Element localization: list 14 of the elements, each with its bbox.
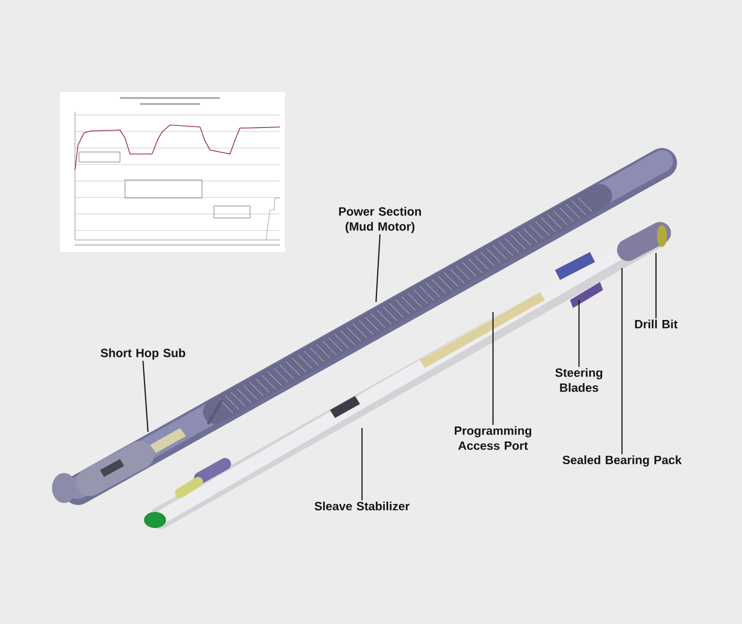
leader-line xyxy=(375,234,381,302)
part-label: Sealed Bearing Pack xyxy=(562,455,682,467)
part-label: Steering Blades xyxy=(555,368,602,392)
leader-line xyxy=(578,300,580,367)
part-label: Programming Access Port xyxy=(454,426,532,450)
part-label: Drill Bit xyxy=(635,320,678,328)
part-label: Short Hop Sub xyxy=(100,348,186,360)
leader-line xyxy=(142,360,149,432)
leader-line xyxy=(492,312,494,425)
leader-line xyxy=(621,268,623,454)
part-label: Sleave Stabilizer xyxy=(314,502,410,510)
part-label: Power Section (Mud Motor) xyxy=(339,206,421,234)
leader-line xyxy=(655,253,657,318)
leader-line xyxy=(361,428,363,500)
